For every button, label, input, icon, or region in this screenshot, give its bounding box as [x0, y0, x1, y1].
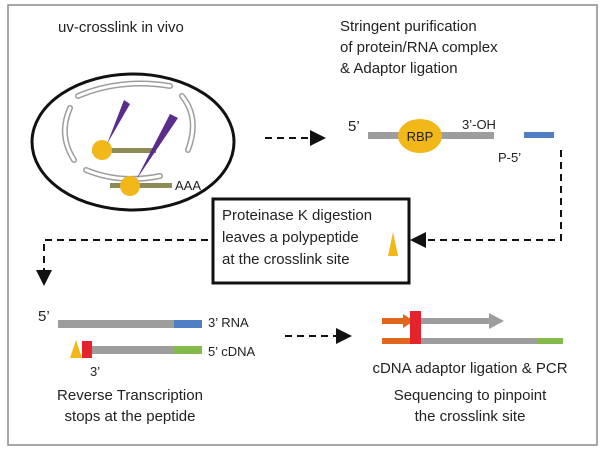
- rbp-cytoplasm: [120, 176, 140, 196]
- nuclear-envelope-segment-left-inner: [63, 106, 76, 162]
- rt-cdna-stop-marker: [82, 341, 92, 358]
- proteinase-line-3: at the crosslink site: [222, 251, 350, 268]
- seq-bottom-green-adaptor: [537, 338, 563, 344]
- outer-frame: [7, 4, 598, 446]
- peptide-triangle-box: [388, 232, 398, 256]
- seq-red-marker: [410, 311, 421, 344]
- proteinase-line-1: Proteinase K digestion: [222, 207, 372, 224]
- rna-three-prime-oh-label: 3’-OH: [462, 117, 496, 132]
- nuclear-envelope-segment-right-inner: [180, 94, 195, 152]
- purification-line-1: Stringent purification: [340, 18, 477, 35]
- rt-rna-strand: [58, 320, 174, 328]
- proteinase-line-2: leaves a polypeptide: [222, 229, 359, 246]
- seq-bottom-orange-adaptor: [382, 338, 410, 344]
- cell-membrane: [30, 72, 236, 212]
- seq-caption-line-1: cDNA adaptor ligation & PCR: [372, 360, 567, 377]
- crosslink-title: uv-crosslink in vivo: [58, 19, 184, 36]
- purification-line-3: & Adaptor ligation: [340, 60, 458, 77]
- seq-bottom-gray-strand: [421, 338, 537, 344]
- rt-cdna-adaptor: [174, 346, 202, 354]
- rna-strand-nuclear: [92, 148, 156, 153]
- nuclear-envelope-segment-bottom-inner: [84, 168, 162, 181]
- rna-strand-cytoplasm: [110, 183, 172, 188]
- rbp-ellipse: [398, 119, 442, 153]
- seq-top-gray-arrowhead: [489, 313, 504, 329]
- seq-top-gray-strand: [421, 318, 491, 324]
- arrow-purification-to-proteinase: [410, 150, 562, 248]
- seq-top-orange-adaptor: [382, 318, 410, 324]
- arrow-proteinase-to-rt: [36, 239, 208, 286]
- seq-top-orange-arrowhead: [403, 314, 414, 328]
- uv-beam-right: [136, 114, 178, 180]
- rt-cdna-strand: [92, 346, 174, 354]
- rt-caption-line-2: stops at the peptide: [65, 408, 196, 425]
- rt-cdna-five-prime-label: 5’ cDNA: [208, 344, 256, 359]
- rbp-label: RBP: [407, 129, 434, 144]
- seq-caption-line-3: the crosslink site: [415, 408, 526, 425]
- rt-rna-five-prime-label: 5’: [38, 308, 50, 325]
- peptide-triangle-rt: [70, 340, 82, 358]
- seq-caption-line-2: Sequencing to pinpoint: [394, 387, 547, 404]
- adaptor-p5-label: P-5’: [498, 150, 521, 165]
- rna-five-prime-label: 5’: [348, 118, 360, 135]
- poly-a-label: AAA: [175, 178, 201, 193]
- purification-line-2: of protein/RNA complex: [340, 39, 498, 56]
- rt-rna-adaptor: [174, 320, 202, 328]
- rna-adaptor-bar: [524, 132, 554, 138]
- rbp-nuclear: [92, 140, 112, 160]
- rt-cdna-three-prime-label: 3’: [90, 364, 100, 379]
- nuclear-envelope-segment-top-inner: [76, 82, 172, 98]
- cell-illustration: AAA: [30, 72, 236, 212]
- proteinase-box: [211, 197, 411, 285]
- rt-caption-line-1: Reverse Transcription: [57, 387, 203, 404]
- uv-beam-left: [107, 100, 130, 144]
- rt-rna-three-prime-label: 3’ RNA: [208, 315, 249, 330]
